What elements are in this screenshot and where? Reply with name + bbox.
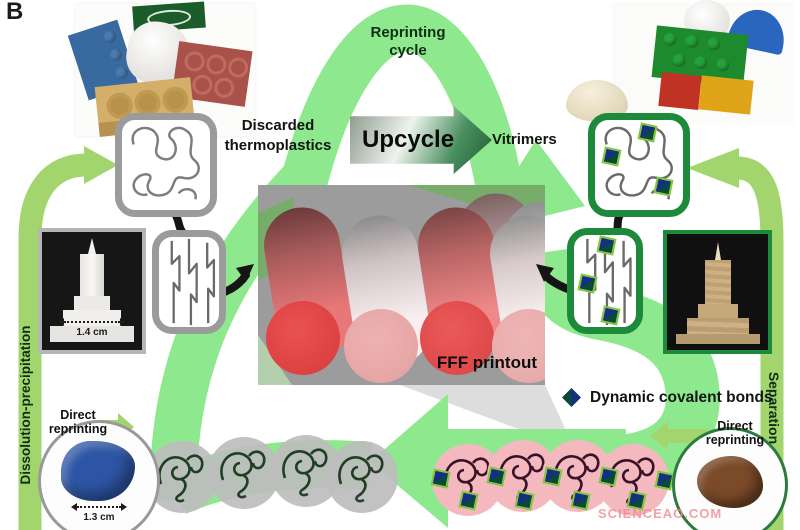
- discarded-line1: Discarded: [241, 117, 315, 134]
- direct-left-line2: reprinting: [48, 422, 108, 437]
- vitrimer-pellet-chain: [430, 440, 710, 524]
- tower-base: [63, 310, 121, 328]
- vitrimers-label: Vitrimers: [492, 131, 557, 148]
- watermark: SCIENCEAO.COM: [598, 506, 723, 521]
- direct-reprinting-left-label: Direct reprinting: [48, 408, 108, 437]
- pellet: [208, 437, 280, 509]
- panel-label: B: [6, 0, 24, 25]
- upcycle-label: Upcycle: [362, 126, 455, 153]
- thermoplastic-pellet-chain: [144, 435, 404, 517]
- bottom-left-arrowhead: [370, 394, 448, 528]
- polymer-tangle-icon: [131, 126, 200, 200]
- direct-right-line2: reprinting: [705, 433, 765, 448]
- tower-spire: [88, 238, 96, 254]
- tower-ground: [675, 334, 760, 344]
- printed-tower-tan-photo: [663, 230, 772, 354]
- direct-reprinting-right-label: Direct reprinting: [700, 419, 770, 448]
- direct-left-line1: Direct: [60, 408, 96, 422]
- reprinting-line2: cycle: [389, 42, 427, 59]
- scale-bar: 1.4 cm: [58, 318, 126, 338]
- tower-shoulder: [697, 304, 738, 318]
- thermoplastic-entangled-chains-box: [115, 113, 217, 217]
- tower-shoulder: [74, 296, 110, 310]
- dynamic-bond-legend-icon: [562, 388, 581, 407]
- filament-face-3: [420, 301, 494, 375]
- reprinting-line1: Reprinting: [370, 24, 446, 41]
- scale-bar: 1.3 cm: [71, 503, 127, 523]
- dynamic-bond-icon: [596, 235, 617, 256]
- brown-blob: [697, 456, 763, 508]
- legend-label: Dynamic covalent bonds: [590, 388, 773, 406]
- printed-tower-white-photo: 1.4 cm: [38, 228, 146, 354]
- vitrimer-entangled-chains-box: [588, 113, 690, 217]
- separation-band-arrowhead: [687, 148, 739, 188]
- vitrimer-lego-photo: [612, 0, 794, 124]
- dissolution-band: [18, 153, 87, 530]
- tower-spire: [714, 242, 721, 260]
- vitrimer-aligned-chains-box: [567, 228, 643, 334]
- dynamic-bond-icon: [637, 122, 658, 143]
- polymer-aligned-icon: [170, 238, 216, 326]
- blue-blob: [61, 441, 135, 501]
- reprinting-cycle-band: [150, 4, 524, 501]
- tower-shaft: [80, 254, 104, 298]
- scale-label: 1.3 cm: [83, 512, 115, 523]
- reprinted-blue-blob-photo: 1.3 cm: [38, 420, 160, 530]
- filament-face-4: [492, 309, 545, 383]
- fff-printout-image: FFF printout: [258, 185, 545, 385]
- reprinting-cycle-label: Reprinting cycle: [348, 24, 468, 60]
- tower-base: [686, 318, 749, 336]
- filament-face-1: [266, 301, 340, 375]
- dynamic-bond-icon: [600, 305, 621, 326]
- legend-dynamic-covalent-bonds: Dynamic covalent bonds: [562, 388, 773, 407]
- discarded-thermoplastics-label: Discarded thermoplastics: [220, 116, 336, 157]
- scale-label: 1.4 cm: [76, 327, 108, 338]
- dynamic-bond-icon: [653, 176, 674, 197]
- dissolution-band-arrowhead: [84, 146, 118, 184]
- dynamic-bond-icon: [577, 273, 598, 294]
- thermoplastic-aligned-chains-box: [152, 230, 226, 334]
- discarded-line2: thermoplastics: [224, 137, 332, 155]
- vitrimer-brown-blob-photo: [672, 427, 788, 530]
- pellet: [326, 441, 398, 513]
- fff-printout-label: FFF printout: [436, 353, 537, 372]
- filament-face-2: [344, 309, 418, 383]
- dynamic-bond-icon: [601, 146, 622, 167]
- tower-ground: [50, 326, 134, 342]
- direct-right-line1: Direct: [717, 419, 753, 433]
- tower-shaft: [704, 260, 731, 306]
